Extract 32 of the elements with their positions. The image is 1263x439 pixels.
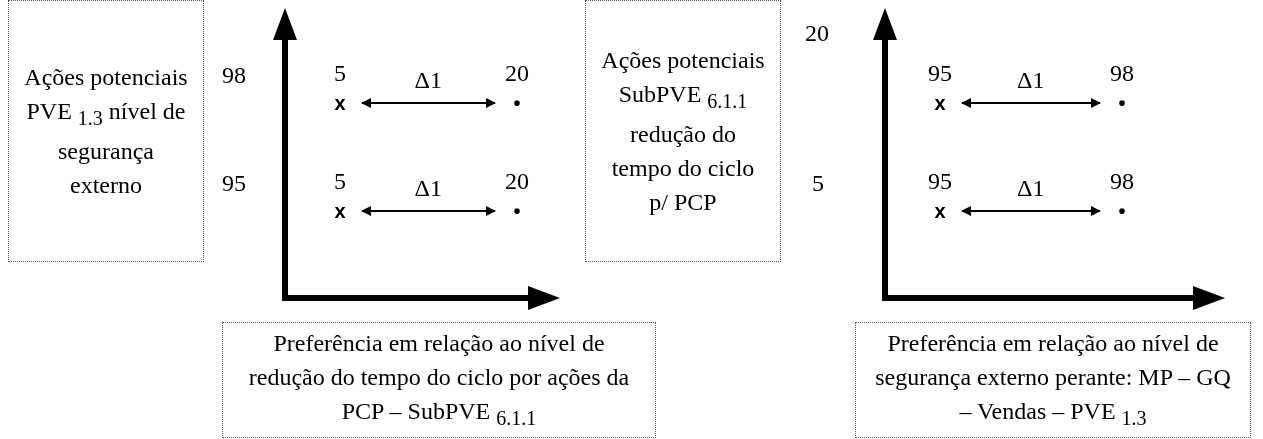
point-marker: x: [333, 91, 347, 116]
edge-label: Δ1: [414, 175, 442, 202]
point-marker: •: [512, 91, 522, 116]
edge-label: Δ1: [414, 67, 442, 94]
value-label: 5: [333, 59, 347, 88]
double-arrow: [361, 206, 496, 216]
text-box: Ações potenciais PVE $_{1.3}$ nível de segurança externo: [8, 0, 204, 262]
value-label: 95: [927, 59, 953, 88]
double-arrow: [961, 98, 1101, 108]
value-label: 95: [927, 167, 953, 196]
text-box: Ações potenciais SubPVE $_{6.1.1}$ redução do tempo do ciclo p/ PCP: [585, 0, 781, 262]
point-marker: x: [933, 199, 947, 224]
point-marker: x: [333, 199, 347, 224]
point-marker: •: [1117, 199, 1127, 224]
edge-label: Δ1: [1017, 175, 1045, 202]
text-box: Preferência em relação ao nível de segurança externo perante: MP – GQ – Vendas – PVE $_{1.3}$: [855, 322, 1251, 438]
axis-value: 95: [222, 170, 246, 197]
double-arrow: [361, 98, 496, 108]
point-marker: x: [933, 91, 947, 116]
double-arrow: [961, 206, 1101, 216]
text-box: Preferência em relação ao nível de redução do tempo do ciclo por ações da PCP – SubPVE $_{6.1.1}$: [222, 322, 656, 438]
axis-value: 5: [812, 170, 824, 197]
point-marker: •: [512, 199, 522, 224]
value-label: 98: [1109, 59, 1135, 88]
point-marker: •: [1117, 91, 1127, 116]
axis-value: 98: [222, 62, 246, 89]
edge-label: Δ1: [1017, 67, 1045, 94]
value-label: 20: [504, 167, 530, 196]
value-label: 5: [333, 167, 347, 196]
axis-value: 20: [805, 20, 829, 47]
value-label: 98: [1109, 167, 1135, 196]
value-label: 20: [504, 59, 530, 88]
